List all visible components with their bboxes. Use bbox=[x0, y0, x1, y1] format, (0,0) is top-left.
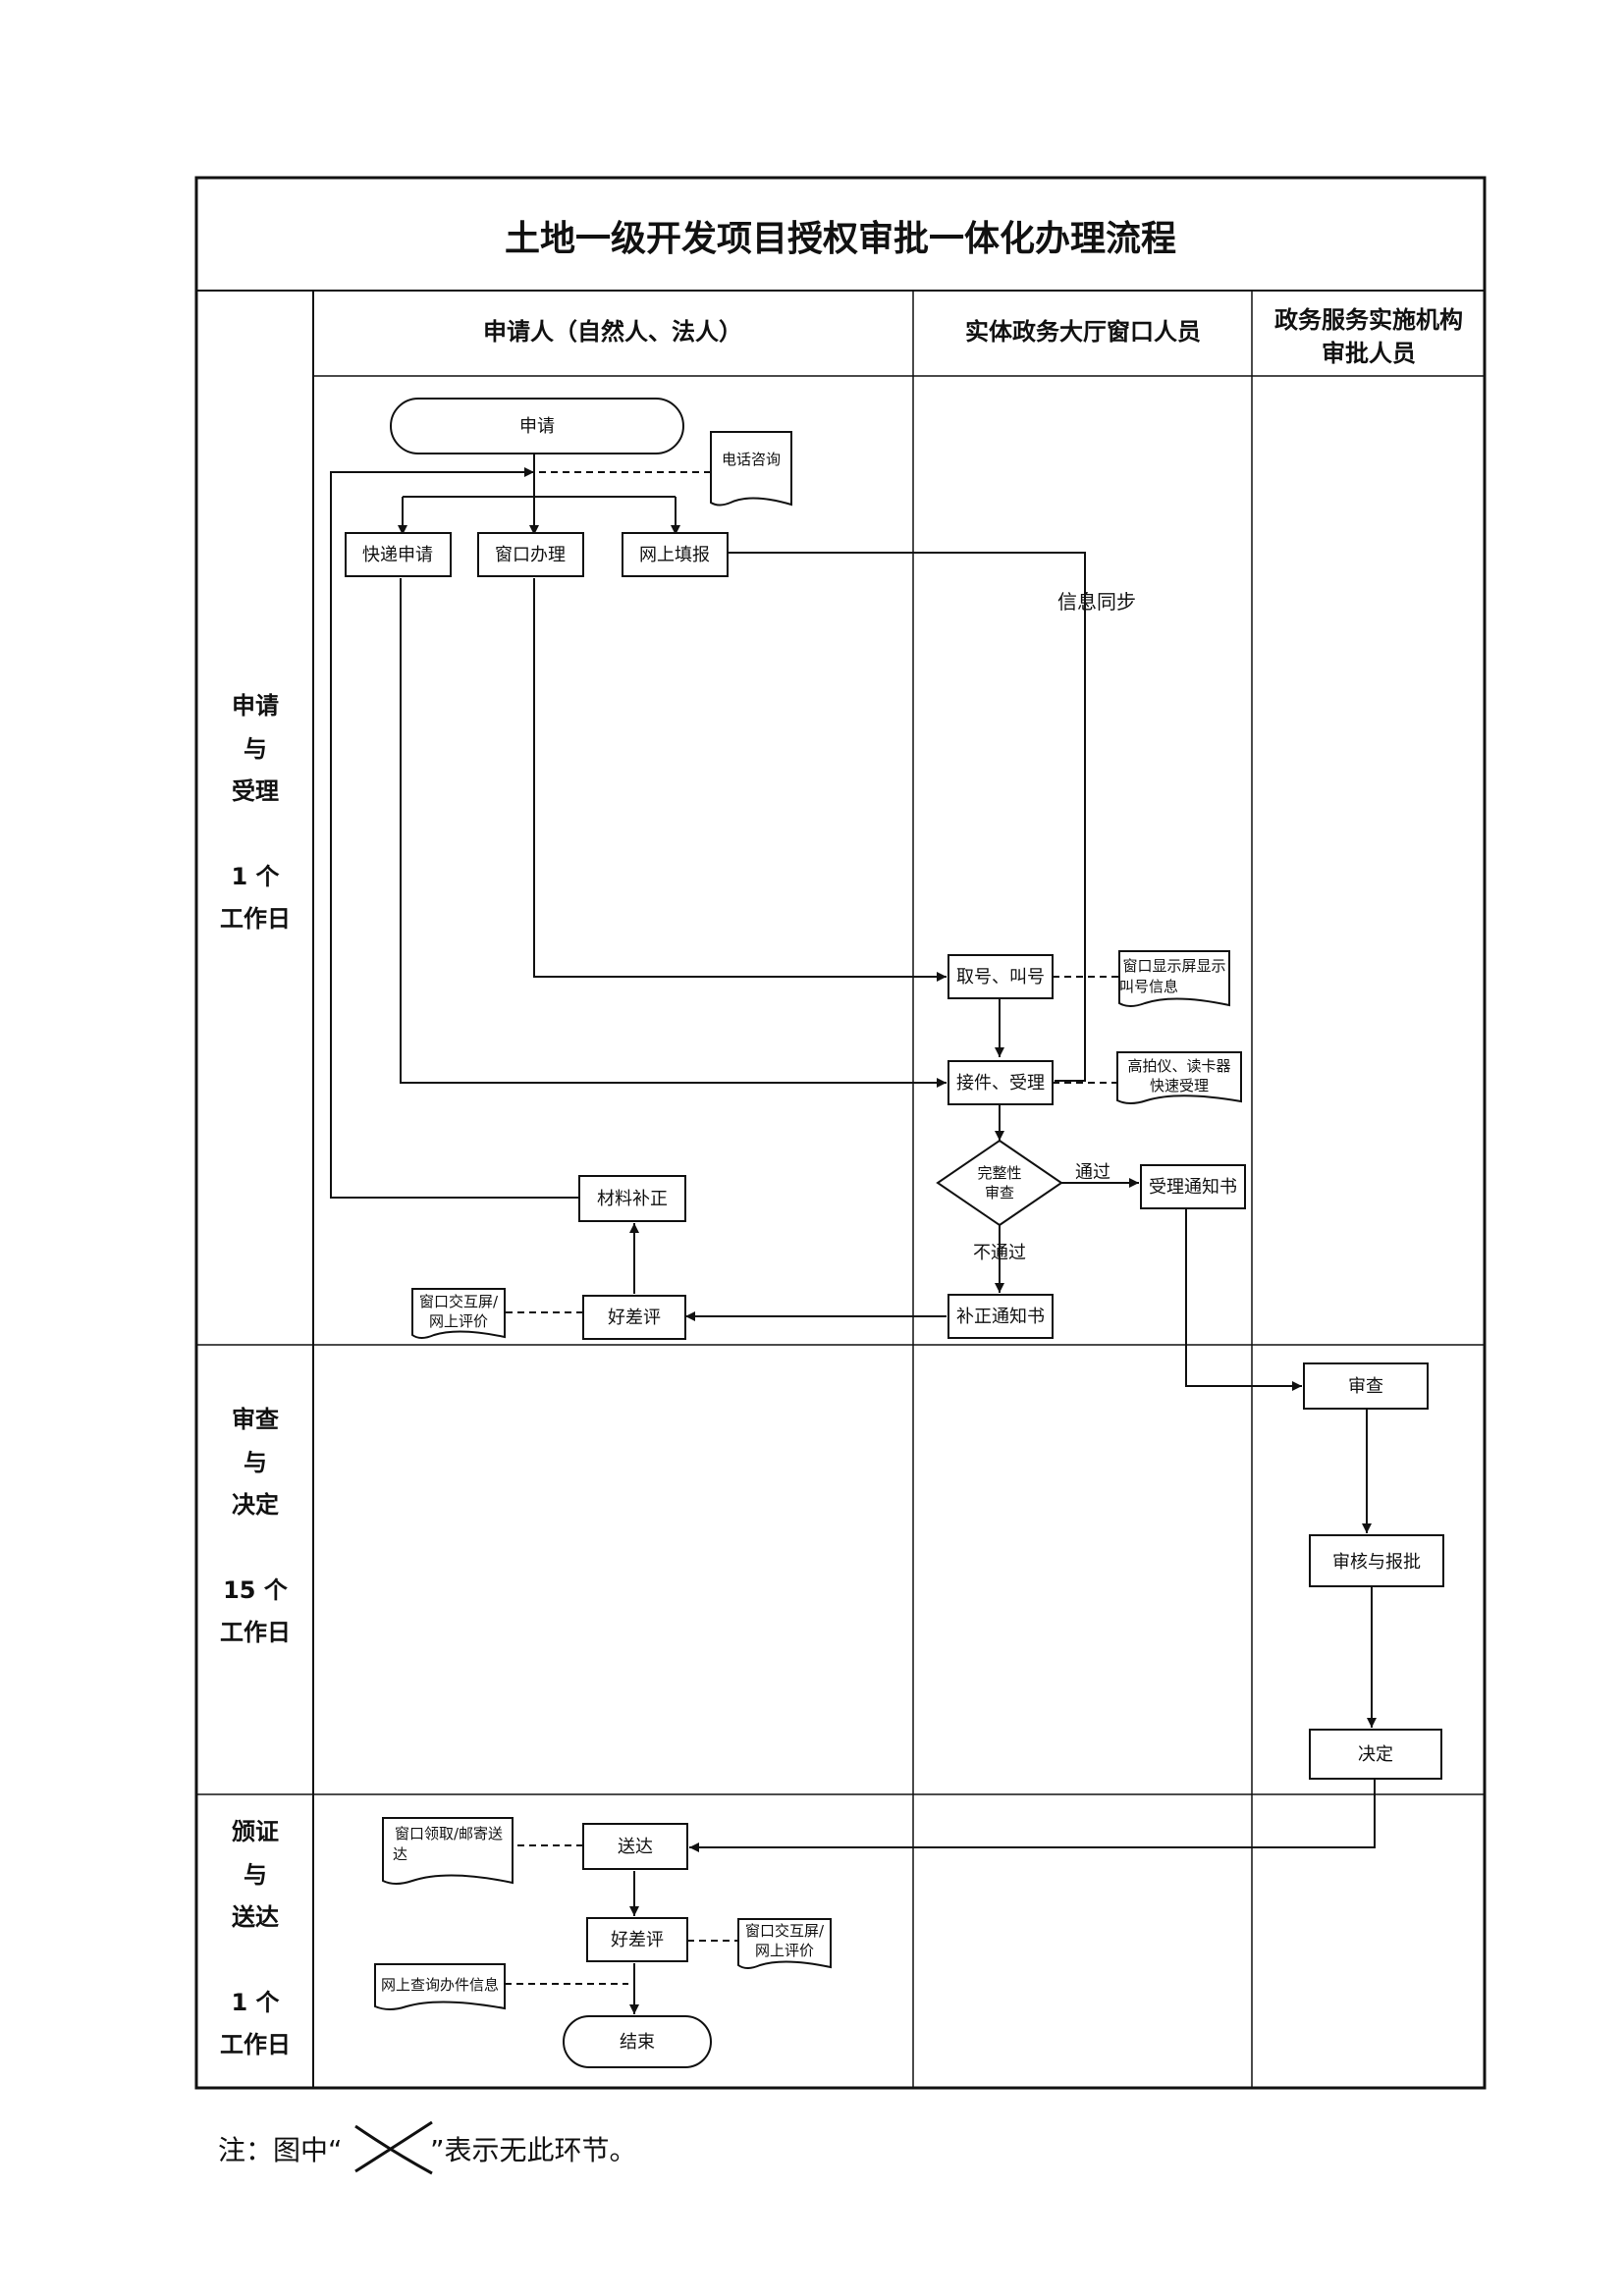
phase-2-line3: 决定 bbox=[232, 1491, 279, 1519]
node-window-handle bbox=[477, 532, 584, 577]
label-eval-note-2b: 网上评价 bbox=[755, 1942, 814, 1959]
label-check-2: 审查 bbox=[985, 1184, 1014, 1201]
label-apply: 申请 bbox=[519, 416, 555, 437]
label-camera-note-1: 高拍仪、读卡器 bbox=[1127, 1057, 1230, 1075]
node-rating-2 bbox=[586, 1917, 688, 1962]
phase-3-unit: 工作日 bbox=[220, 2031, 291, 2058]
doc-query-note bbox=[374, 1963, 506, 2010]
label-supplement-notice: 补正通知书 bbox=[956, 1307, 1045, 1327]
label-end: 结束 bbox=[620, 2032, 655, 2053]
arrow-supplement-loop bbox=[330, 467, 579, 1199]
arrow-accept-to-review bbox=[1185, 1205, 1302, 1391]
table-frame bbox=[194, 176, 1487, 2090]
label-eval-note-1a: 窗口交互屏/ bbox=[419, 1293, 499, 1310]
label-take-number: 取号、叫号 bbox=[956, 967, 1045, 988]
arrow-express-to-receive bbox=[400, 578, 947, 1088]
doc-camera-note bbox=[1116, 1051, 1242, 1104]
phase-3-line1: 颁证 bbox=[232, 1818, 279, 1845]
footnote-prefix: 注：图中“ bbox=[218, 2134, 343, 2166]
phase-1-line2: 与 bbox=[244, 735, 267, 763]
label-pickup-note-2: 达 bbox=[393, 1845, 407, 1863]
column-header-window: 实体政务大厅窗口人员 bbox=[965, 318, 1201, 346]
label-receive: 接件、受理 bbox=[956, 1073, 1045, 1094]
phase-3-line3: 送达 bbox=[232, 1903, 279, 1931]
label-eval-note-1b: 网上评价 bbox=[429, 1312, 488, 1330]
arrow-window-to-take-number bbox=[533, 578, 947, 982]
node-rating-1 bbox=[582, 1295, 686, 1340]
node-express-apply bbox=[345, 532, 452, 577]
label-camera-note-2: 快速受理 bbox=[1150, 1077, 1209, 1095]
column-header-approver-line2: 审批人员 bbox=[1322, 340, 1416, 367]
phase-1-line3: 受理 bbox=[232, 777, 279, 805]
label-online-fill: 网上填报 bbox=[639, 545, 710, 565]
doc-phone-consult bbox=[710, 431, 792, 507]
label-pass: 通过 bbox=[1075, 1162, 1110, 1183]
label-rating-2: 好差评 bbox=[611, 1930, 664, 1950]
node-review bbox=[1303, 1362, 1429, 1410]
phase-2-days: 15 个 bbox=[223, 1576, 289, 1604]
phase-1-unit: 工作日 bbox=[220, 905, 291, 933]
label-material-supplement: 材料补正 bbox=[597, 1189, 668, 1209]
node-take-number bbox=[947, 954, 1054, 999]
cross-mark-icon bbox=[354, 2120, 433, 2175]
page-title: 土地一级开发项目授权审批一体化办理流程 bbox=[505, 219, 1176, 259]
phase-2-line2: 与 bbox=[244, 1449, 267, 1476]
column-header-approver-line1: 政务服务实施机构 bbox=[1274, 306, 1463, 334]
doc-eval-note-2 bbox=[737, 1918, 832, 1969]
phase-3-line2: 与 bbox=[244, 1861, 267, 1889]
phase-1-line1: 申请 bbox=[232, 692, 279, 720]
arrow-decision-to-delivery bbox=[689, 1779, 1376, 1852]
label-review: 审查 bbox=[1348, 1376, 1383, 1397]
phase-label-1: 申请 与 受理 1 个 工作日 bbox=[220, 692, 291, 933]
phase-label-2: 审查 与 决定 15 个 工作日 bbox=[220, 1406, 291, 1646]
label-phone-consult: 电话咨询 bbox=[722, 451, 781, 468]
phase-2-line1: 审查 bbox=[232, 1406, 279, 1433]
label-screen-note-2: 叫号信息 bbox=[1119, 978, 1178, 995]
node-apply bbox=[390, 398, 684, 454]
node-accept-notice bbox=[1140, 1164, 1246, 1209]
phase-label-3: 颁证 与 送达 1 个 工作日 bbox=[220, 1818, 291, 2058]
node-end bbox=[563, 2015, 712, 2068]
node-delivery bbox=[582, 1823, 688, 1870]
doc-screen-note bbox=[1118, 950, 1230, 1007]
phase-3-days: 1 个 bbox=[231, 1989, 280, 2016]
label-decision: 决定 bbox=[1358, 1744, 1393, 1765]
label-screen-note-1: 窗口显示屏显示 bbox=[1122, 957, 1225, 975]
label-accept-notice: 受理通知书 bbox=[1149, 1177, 1237, 1198]
phase-2-unit: 工作日 bbox=[220, 1619, 291, 1646]
doc-pickup-note bbox=[382, 1817, 514, 1885]
node-completeness-check bbox=[936, 1139, 1063, 1227]
label-audit-report: 审核与报批 bbox=[1332, 1552, 1421, 1573]
label-pickup-note-1: 窗口领取/邮寄送 bbox=[395, 1825, 503, 1842]
node-audit-report bbox=[1309, 1534, 1444, 1587]
footnote-suffix: ”表示无此环节。 bbox=[430, 2134, 637, 2166]
node-decision bbox=[1309, 1729, 1442, 1780]
connectors bbox=[330, 454, 1377, 2014]
label-eval-note-2a: 窗口交互屏/ bbox=[745, 1922, 825, 1940]
node-receive bbox=[947, 1060, 1054, 1105]
doc-eval-note-1 bbox=[411, 1288, 506, 1339]
node-online-fill bbox=[622, 532, 729, 577]
node-material-supplement bbox=[578, 1175, 686, 1222]
label-fail: 不通过 bbox=[973, 1243, 1026, 1263]
label-window-handle: 窗口办理 bbox=[495, 545, 566, 565]
connector-info-sync bbox=[729, 552, 1086, 1082]
node-supplement-notice bbox=[947, 1294, 1054, 1339]
label-rating-1: 好差评 bbox=[608, 1308, 661, 1328]
phase-1-days: 1 个 bbox=[231, 863, 280, 890]
label-check-1: 完整性 bbox=[977, 1164, 1021, 1182]
label-info-sync: 信息同步 bbox=[1057, 590, 1136, 614]
column-header-applicant: 申请人（自然人、法人） bbox=[483, 318, 742, 346]
label-delivery: 送达 bbox=[618, 1837, 653, 1857]
label-query-note: 网上查询办件信息 bbox=[381, 1976, 499, 1994]
label-express-apply: 快递申请 bbox=[362, 545, 433, 565]
